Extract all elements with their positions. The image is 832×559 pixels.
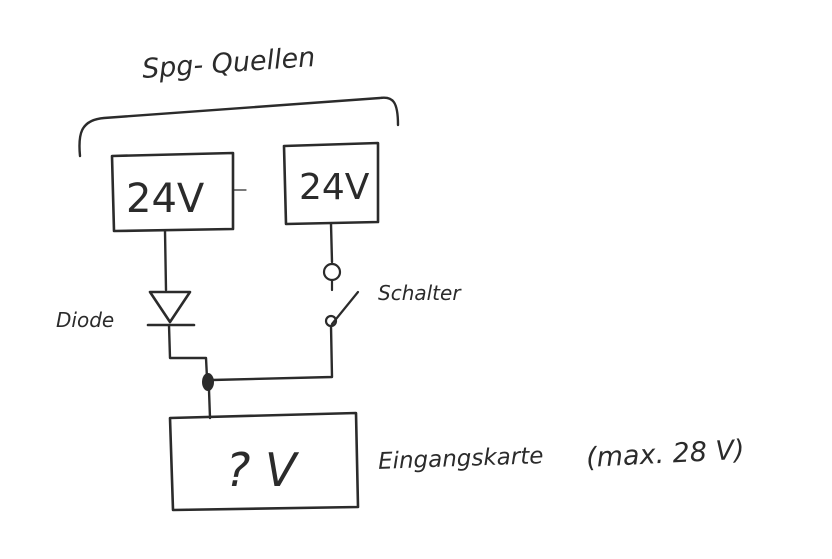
wire-switch-to-junction [210,324,334,382]
right-source-value: 24V [299,167,370,208]
left-source-value: 24V [126,176,205,222]
grouping-brace [78,96,400,158]
left-source-box [110,151,235,233]
diode-label: Diode [56,308,114,332]
input-card-note: (max. 28 V) [585,435,745,474]
wire-junction-to-input [207,388,212,420]
right-source-box [282,141,380,226]
junction-node [202,373,214,391]
wire-right-source-to-switch [329,222,334,264]
switch-label: Schalter [378,281,462,305]
switch-symbol [322,262,360,328]
input-card-label: Eingangskarte [378,443,544,475]
wire-diode-to-junction [167,323,209,380]
diode-symbol [146,290,196,327]
input-card-box [168,411,360,512]
input-card-value: ? V [226,443,300,497]
wire-left-source-to-diode [163,229,168,292]
sources-header-label: Spg- Quellen [141,42,316,85]
